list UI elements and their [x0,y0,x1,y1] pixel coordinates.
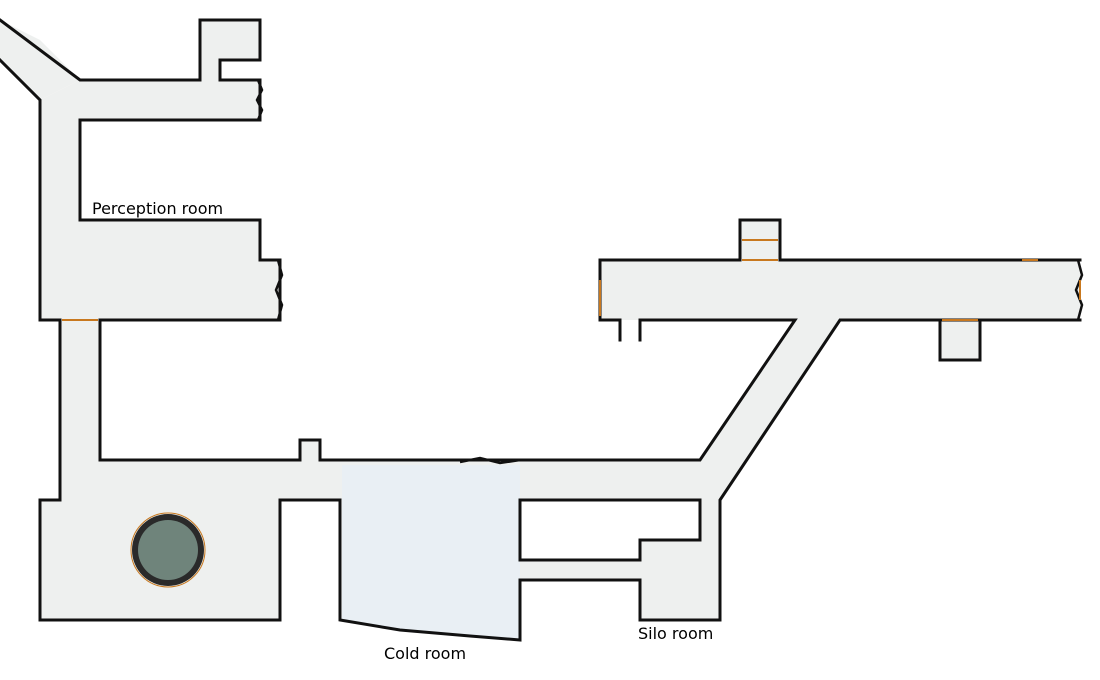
room-label-perception: Perception room [92,199,224,218]
floor-cold-room [342,465,520,640]
floor-east-hall [600,260,1080,320]
floor-east-alcove-south [940,320,980,360]
door-markers [62,239,1081,321]
walls [0,18,1084,642]
floor-areas [0,20,1080,640]
well-icon [130,512,206,588]
room-label-cold: Cold room [384,644,467,663]
floor-perception-room [40,20,280,320]
room-label-silo: Silo room [638,624,714,643]
floor-silo-room [640,500,720,620]
